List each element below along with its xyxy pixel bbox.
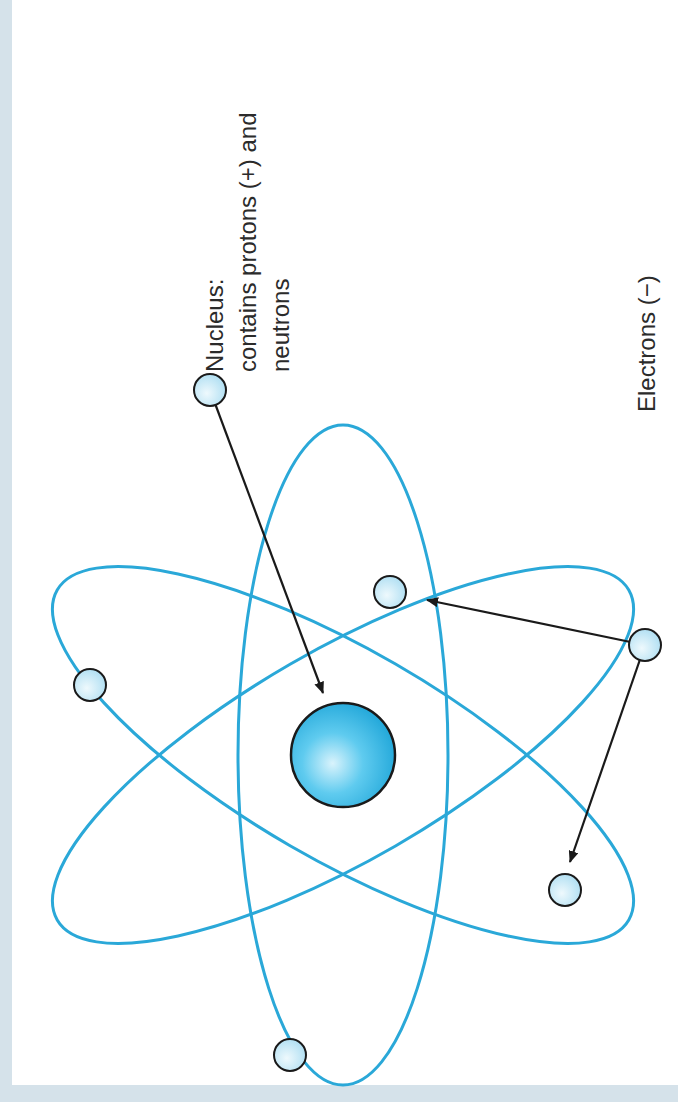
electrons-label: Electrons (−) — [630, 112, 663, 412]
nucleus-heading: Nucleus: — [198, 72, 231, 372]
nucleus-description: contains protons (+) and neutrons — [231, 110, 297, 372]
